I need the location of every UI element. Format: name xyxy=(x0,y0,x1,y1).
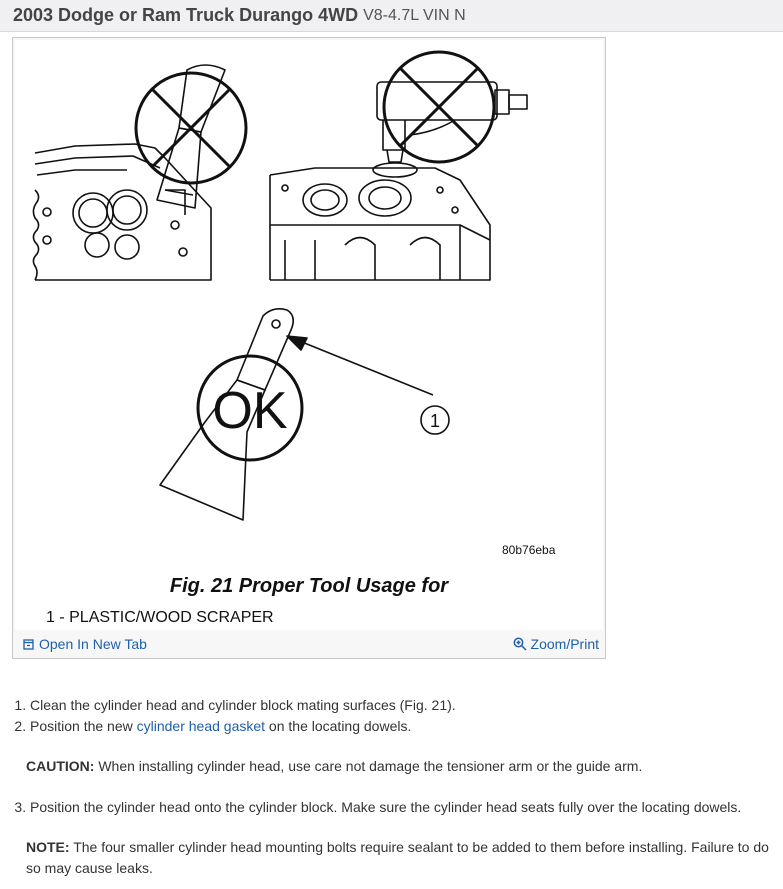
note-block: NOTE: The four smaller cylinder head mou… xyxy=(0,837,783,879)
page-header: 2003 Dodge or Ram Truck Durango 4WD V8-4… xyxy=(0,0,783,32)
step-item: Clean the cylinder head and cylinder blo… xyxy=(30,695,783,716)
steps-list-1: Clean the cylinder head and cylinder blo… xyxy=(0,695,783,737)
page-title: 2003 Dodge or Ram Truck Durango 4WD xyxy=(13,5,359,25)
magnifier-icon xyxy=(513,637,527,651)
figure-code: 80b76eba xyxy=(502,543,556,557)
instructions: Clean the cylinder head and cylinder blo… xyxy=(0,695,783,879)
open-in-new-tab-link[interactable]: Open In New Tab xyxy=(23,636,147,652)
step-item: Position the cylinder head onto the cyli… xyxy=(30,797,783,818)
figure-image[interactable]: OK 1 80b76eba Fig. 21 Proper Tool Usage … xyxy=(15,40,603,630)
ok-circle xyxy=(196,354,304,462)
callout-number: 1 xyxy=(430,411,440,431)
zoom-print-label: Zoom/Print xyxy=(530,636,599,652)
caution-label: CAUTION: xyxy=(26,758,95,774)
note-label: NOTE: xyxy=(26,839,70,855)
zoom-print-link[interactable]: Zoom/Print xyxy=(513,636,599,652)
cylinder-head-left-drawing xyxy=(32,143,212,281)
figure-panel: OK 1 80b76eba Fig. 21 Proper Tool Usage … xyxy=(12,37,606,659)
note-text: The four smaller cylinder head mounting … xyxy=(26,839,769,876)
step-item: Position the new cylinder head gasket on… xyxy=(30,716,783,737)
caution-note: CAUTION: When installing cylinder head, … xyxy=(0,756,783,777)
prohibited-circle-right xyxy=(382,50,496,164)
open-in-new-tab-icon xyxy=(23,638,35,650)
ok-label: OK xyxy=(212,382,287,440)
figure-caption: Fig. 21 Proper Tool Usage for xyxy=(169,575,449,597)
tool-usage-illustration: OK 1 xyxy=(32,50,528,521)
figure-legend: 1 - PLASTIC/WOOD SCRAPER xyxy=(46,609,274,626)
callout-arrow xyxy=(286,335,434,396)
figure-footer: Open In New Tab Zoom/Print xyxy=(13,630,605,658)
caution-text: When installing cylinder head, use care … xyxy=(94,758,643,774)
prohibited-circle-left xyxy=(134,71,248,185)
open-in-new-tab-label: Open In New Tab xyxy=(39,636,147,652)
cylinder-block-right-drawing xyxy=(269,167,491,281)
steps-list-2: Position the cylinder head onto the cyli… xyxy=(0,797,783,818)
callout-circle xyxy=(420,405,450,435)
power-tool-drawing xyxy=(372,81,528,178)
cylinder-head-gasket-link[interactable]: cylinder head gasket xyxy=(136,718,266,734)
engine-subtitle: V8-4.7L VIN N xyxy=(363,6,466,24)
plastic-scraper-drawing xyxy=(159,308,295,521)
